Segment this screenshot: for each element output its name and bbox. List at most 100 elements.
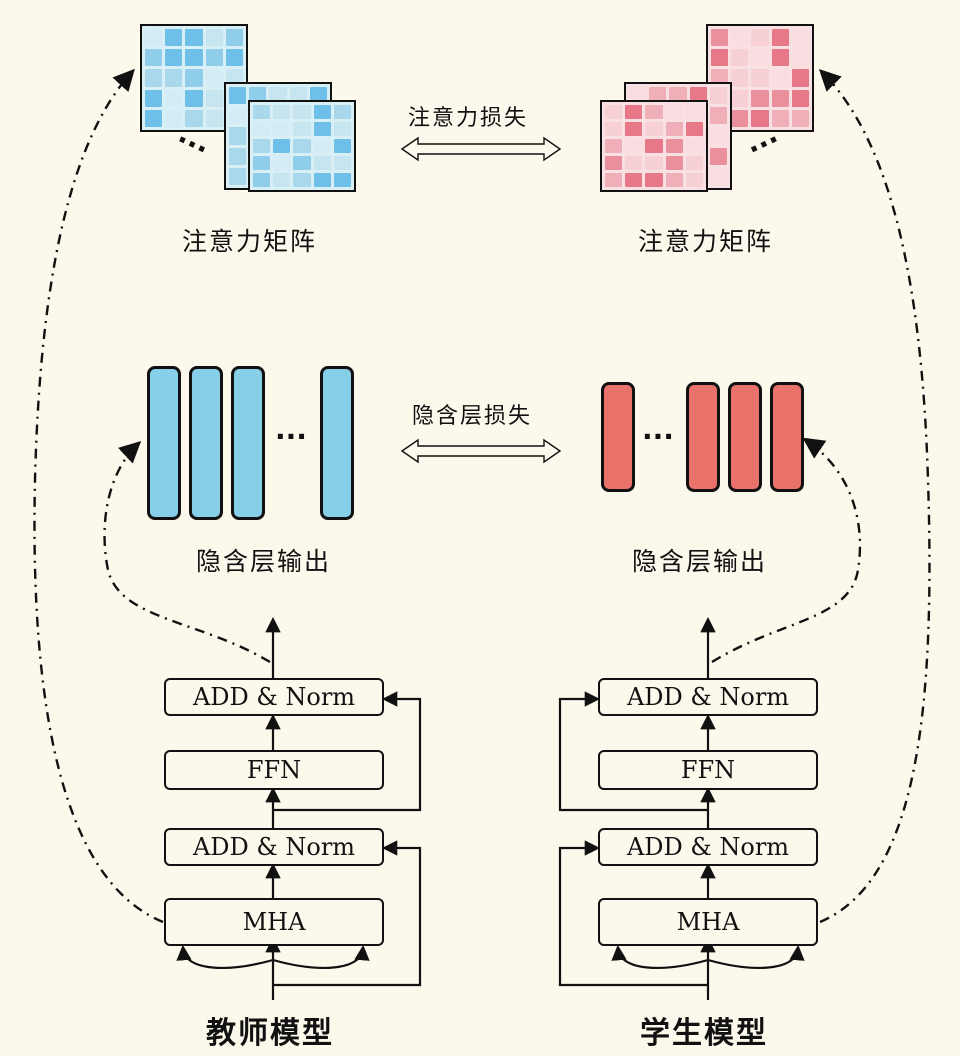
matrix-cell xyxy=(165,49,183,67)
matrix-cell xyxy=(253,139,271,153)
matrix-cell xyxy=(751,49,769,67)
matrix-cell xyxy=(145,29,163,47)
matrix-cell xyxy=(685,156,703,170)
matrix-cell xyxy=(709,87,727,105)
matrix-cell xyxy=(229,147,247,165)
matrix-cell xyxy=(665,156,683,170)
matrix-cell xyxy=(731,29,749,47)
student-hidden-vector xyxy=(728,382,762,492)
matrix-cell xyxy=(751,109,769,127)
matrix-cell xyxy=(791,49,809,67)
matrix-cell xyxy=(273,139,291,153)
hidden-loss-arrow xyxy=(400,438,562,464)
matrix-cell xyxy=(665,122,683,136)
matrix-cell xyxy=(293,105,311,119)
matrix-cell xyxy=(313,173,331,187)
teacher-flow-lines xyxy=(176,616,422,1000)
matrix-cell xyxy=(751,29,769,47)
student-hidden-vector xyxy=(601,382,635,492)
teacher-hidden-vector xyxy=(231,366,265,520)
matrix-cell xyxy=(751,69,769,87)
matrix-cell xyxy=(253,105,271,119)
matrix-cell xyxy=(685,122,703,136)
teacher-add-norm-top: ADD & Norm xyxy=(164,678,384,716)
matrix-cell xyxy=(625,122,643,136)
teacher-add-norm-bottom: ADD & Norm xyxy=(164,828,384,866)
matrix-cell xyxy=(229,87,247,105)
matrix-cell xyxy=(709,147,727,165)
teacher-hidden-vector xyxy=(147,366,181,520)
matrix-cell xyxy=(185,89,203,107)
matrix-cell xyxy=(665,105,683,119)
matrix-cell xyxy=(293,173,311,187)
matrix-cell xyxy=(229,127,247,145)
matrix-cell xyxy=(269,87,287,105)
student-vector-ellipsis: ··· xyxy=(642,420,674,453)
matrix-cell xyxy=(649,87,667,105)
matrix-cell xyxy=(791,69,809,87)
matrix-cell xyxy=(625,156,643,170)
matrix-cell xyxy=(685,105,703,119)
teacher-hidden-label: 隐含层输出 xyxy=(196,547,332,576)
matrix-cell xyxy=(165,29,183,47)
matrix-cell xyxy=(645,122,663,136)
student-hidden-label: 隐含层输出 xyxy=(632,547,768,576)
matrix-cell xyxy=(731,49,749,67)
matrix-cell xyxy=(253,122,271,136)
matrix-cell xyxy=(273,173,291,187)
matrix-cell xyxy=(771,49,789,67)
attention-loss-arrow xyxy=(400,136,562,162)
matrix-cell xyxy=(205,109,223,127)
matrix-cell xyxy=(293,156,311,170)
matrix-cell xyxy=(293,139,311,153)
matrix-cell xyxy=(309,87,327,105)
teacher-model-title: 教师模型 xyxy=(206,1016,334,1051)
matrix-cell xyxy=(333,173,351,187)
matrix-cell xyxy=(791,109,809,127)
matrix-cell xyxy=(605,122,623,136)
teacher-hidden-vector xyxy=(320,366,354,520)
student-add-norm-bottom: ADD & Norm xyxy=(598,828,818,866)
student-hidden-vector xyxy=(686,382,720,492)
matrix-cell xyxy=(731,89,749,107)
matrix-cell xyxy=(225,29,243,47)
matrix-cell xyxy=(771,69,789,87)
matrix-cell xyxy=(273,122,291,136)
matrix-cell xyxy=(333,105,351,119)
matrix-cell xyxy=(253,173,271,187)
matrix-cell xyxy=(731,109,749,127)
student-attention-label: 注意力矩阵 xyxy=(638,227,774,256)
matrix-cell xyxy=(625,105,643,119)
student-hidden-vector xyxy=(770,382,804,492)
matrix-cell xyxy=(709,127,727,145)
matrix-cell xyxy=(185,109,203,127)
matrix-cell xyxy=(313,105,331,119)
matrix-cell xyxy=(205,89,223,107)
matrix-cell xyxy=(293,122,311,136)
matrix-cell xyxy=(791,89,809,107)
matrix-cell xyxy=(313,139,331,153)
matrix-cell xyxy=(689,87,707,105)
matrix-cell xyxy=(645,105,663,119)
teacher-attention-label: 注意力矩阵 xyxy=(182,227,318,256)
matrix-cell xyxy=(605,139,623,153)
matrix-cell xyxy=(273,105,291,119)
matrix-cell xyxy=(185,29,203,47)
matrix-cell xyxy=(791,29,809,47)
matrix-cell xyxy=(205,69,223,87)
matrix-cell xyxy=(333,156,351,170)
teacher-vector-ellipsis: ··· xyxy=(275,420,307,453)
matrix-cell xyxy=(665,139,683,153)
matrix-cell xyxy=(165,89,183,107)
matrix-cell xyxy=(205,29,223,47)
matrix-cell xyxy=(711,49,729,67)
attention-loss-label: 注意力损失 xyxy=(408,106,529,131)
matrix-cell xyxy=(225,49,243,67)
teacher-attention-matrix-back xyxy=(140,24,248,132)
matrix-cell xyxy=(145,89,163,107)
teacher-attention-matrix-front xyxy=(248,100,356,192)
matrix-cell xyxy=(165,69,183,87)
hidden-loss-label: 隐含层损失 xyxy=(412,404,533,429)
matrix-cell xyxy=(771,109,789,127)
